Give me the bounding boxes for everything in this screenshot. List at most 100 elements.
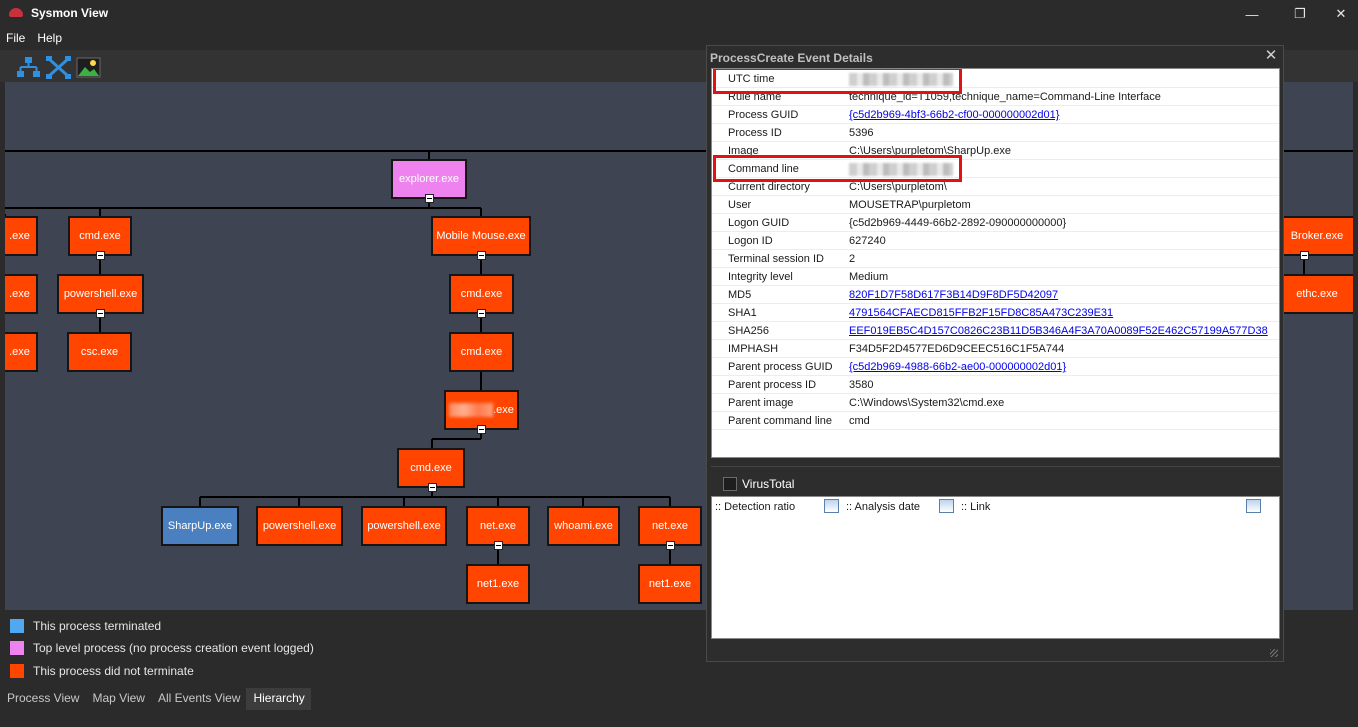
node-net1-exe-a[interactable]: net1.exe — [466, 564, 530, 604]
menu-help[interactable]: Help — [37, 31, 63, 45]
legend-terminated: This process terminated — [10, 617, 410, 635]
tab-process-view[interactable]: Process View — [7, 691, 80, 705]
close-icon[interactable]: ✕ — [1264, 47, 1278, 64]
field-row[interactable]: Process GUID{c5d2b969-4bf3-66b2-cf00-000… — [712, 106, 1279, 124]
legend-label: This process terminated — [33, 619, 162, 633]
menu-file[interactable]: File — [6, 31, 26, 45]
minimize-button[interactable]: — — [1245, 6, 1259, 22]
redacted-value — [849, 163, 953, 176]
field-row[interactable]: UTC time — [712, 70, 1279, 88]
sysmon-app-icon — [9, 8, 23, 17]
close-window-button[interactable]: ✕ — [1335, 6, 1347, 21]
node-left-mid[interactable]: .exe — [5, 274, 38, 314]
virustotal-checkbox[interactable] — [723, 477, 737, 491]
collapse-toggle[interactable] — [96, 251, 105, 260]
field-row[interactable]: Parent process GUID{c5d2b969-4988-66b2-a… — [712, 358, 1279, 376]
node-redacted-exe[interactable]: .exe — [444, 390, 519, 430]
column-analysis-date[interactable]: :: Analysis date — [846, 501, 920, 513]
view-tabs: Process View Map View All Events View Hi… — [0, 688, 311, 710]
collapse-toggle[interactable] — [425, 194, 434, 203]
node-powershell-1[interactable]: powershell.exe — [57, 274, 144, 314]
redacted-value — [849, 73, 953, 86]
legend-not-terminated: This process did not terminate — [10, 662, 410, 680]
tab-hierarchy[interactable]: Hierarchy — [246, 688, 311, 710]
collapse-toggle[interactable] — [666, 541, 675, 550]
sha256-link[interactable]: EEF019EB5C4D157C0826C23B11D5B346A4F3A70A… — [849, 325, 1268, 337]
node-csc[interactable]: csc.exe — [67, 332, 132, 372]
title-bar: Sysmon View — ❐ ✕ — [0, 0, 1358, 28]
resize-grip-icon[interactable] — [1270, 649, 1278, 657]
node-left-bot[interactable]: .exe — [5, 332, 38, 372]
node-powershell-2[interactable]: powershell.exe — [256, 506, 343, 546]
node-cmd-3[interactable]: cmd.exe — [449, 332, 514, 372]
tab-map-view[interactable]: Map View — [92, 691, 145, 705]
collapse-toggle[interactable] — [477, 425, 486, 434]
collapse-toggle[interactable] — [477, 309, 486, 318]
node-sharpup[interactable]: SharpUp.exe — [161, 506, 239, 546]
collapse-toggle[interactable] — [96, 309, 105, 318]
node-explorer[interactable]: explorer.exe — [391, 159, 467, 199]
collapse-tree-icon[interactable] — [46, 56, 71, 79]
collapse-toggle[interactable] — [494, 541, 503, 550]
sha1-link[interactable]: 4791564CFAECD815FFB2F15FD8C85A473C239E31 — [849, 307, 1114, 319]
md5-link[interactable]: 820F1D7F58D617F3B14D9F8DF5D42097 — [849, 289, 1059, 301]
collapse-toggle[interactable] — [428, 483, 437, 492]
node-right-broker[interactable]: Broker.exe — [1277, 216, 1353, 256]
virustotal-header: VirusTotal — [711, 466, 1280, 496]
legend-label: This process did not terminate — [33, 664, 194, 678]
collapse-toggle[interactable] — [477, 251, 486, 260]
field-row[interactable]: Command line — [712, 160, 1279, 178]
field-row[interactable]: Logon GUID{c5d2b969-4449-66b2-2892-09000… — [712, 214, 1279, 232]
node-net-1[interactable]: net.exe — [466, 506, 530, 546]
legend-swatch-pink — [10, 641, 24, 655]
node-powershell-3[interactable]: powershell.exe — [361, 506, 447, 546]
highlight-utc-time — [713, 69, 962, 94]
node-cmd-4[interactable]: cmd.exe — [397, 448, 465, 488]
legend-swatch-orange — [10, 664, 24, 678]
node-net-2[interactable]: net.exe — [638, 506, 702, 546]
column-resize-icon[interactable] — [824, 499, 839, 513]
export-image-icon[interactable] — [76, 56, 101, 79]
node-left-top[interactable]: .exe — [5, 216, 38, 256]
event-details-dialog: ProcessCreate Event Details ✕ UTC time R… — [706, 45, 1284, 662]
node-mobile-mouse[interactable]: Mobile Mouse.exe — [431, 216, 531, 256]
tab-all-events-view[interactable]: All Events View — [157, 691, 241, 705]
node-right-ethc[interactable]: ethc.exe — [1277, 274, 1353, 314]
column-resize-icon[interactable] — [939, 499, 954, 513]
menu-bar: File Help — [0, 29, 68, 49]
column-resize-icon[interactable] — [1246, 499, 1261, 513]
collapse-toggle[interactable] — [1300, 251, 1309, 260]
redacted-name — [449, 403, 494, 417]
window-title: Sysmon View — [31, 6, 109, 20]
virustotal-results: :: Detection ratio :: Analysis date :: L… — [711, 496, 1280, 639]
node-cmd-1[interactable]: cmd.exe — [68, 216, 132, 256]
hierarchy-icon[interactable] — [16, 56, 41, 79]
column-detection-ratio[interactable]: :: Detection ratio — [715, 501, 796, 513]
virustotal-label: VirusTotal — [742, 477, 795, 491]
legend-label: Top level process (no process creation e… — [33, 641, 314, 655]
maximize-button[interactable]: ❐ — [1294, 6, 1306, 21]
highlight-command-line — [713, 155, 962, 182]
process-guid-link[interactable]: {c5d2b969-4bf3-66b2-cf00-000000002d01} — [849, 109, 1060, 121]
parent-guid-link[interactable]: {c5d2b969-4988-66b2-ae00-000000002d01} — [849, 361, 1067, 373]
node-net1-exe-b[interactable]: net1.exe — [638, 564, 702, 604]
node-whoami[interactable]: whoami.exe — [547, 506, 620, 546]
column-link[interactable]: :: Link — [961, 501, 991, 513]
node-cmd-2[interactable]: cmd.exe — [449, 274, 514, 314]
